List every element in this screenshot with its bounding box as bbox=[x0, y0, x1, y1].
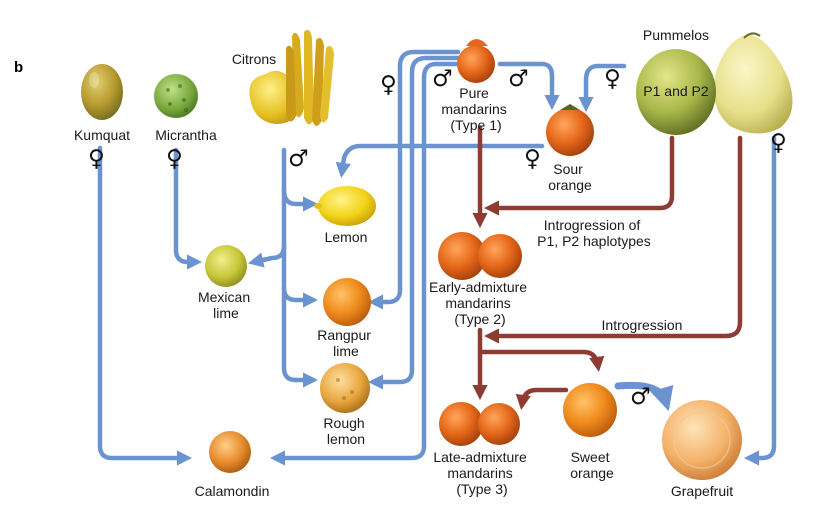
grapefruit-fruit bbox=[662, 400, 742, 480]
late-admixture-fruits bbox=[439, 402, 520, 446]
arrow-introgression-late bbox=[483, 135, 743, 344]
arrow-sour-orange-lemon bbox=[335, 143, 545, 179]
blue-maternal-arrows bbox=[97, 49, 777, 466]
micrantha-fruit bbox=[154, 74, 198, 118]
arrow-mandarin-rough-lemon bbox=[367, 55, 461, 390]
panel-letter: b bbox=[14, 59, 23, 76]
male-symbol-mandarin-left: ♂ bbox=[432, 66, 453, 92]
label-lemon: Lemon bbox=[325, 229, 368, 245]
lemon-fruit bbox=[314, 186, 376, 226]
female-symbol-micrantha: ♀ bbox=[166, 146, 183, 172]
label-introgression: Introgression bbox=[602, 317, 683, 333]
arrow-pummelo-grapefruit bbox=[743, 135, 777, 466]
label-pummelos: Pummelos bbox=[643, 27, 709, 43]
male-symbol-citron: ♂ bbox=[288, 146, 309, 172]
arrow-introgression-p1p2 bbox=[483, 135, 675, 216]
arrow-citron-mexican-lime bbox=[248, 243, 287, 268]
label-micrantha: Micrantha bbox=[155, 127, 217, 143]
red-admixture-arrows bbox=[472, 125, 743, 411]
arrow-sweet-orange-grapefruit bbox=[614, 381, 674, 412]
arrow-citron-trunk bbox=[281, 147, 299, 383]
early-admixture-fruits bbox=[438, 232, 522, 280]
label-pure-mandarins: Pure mandarins (Type 1) bbox=[441, 85, 510, 133]
pure-mandarin-fruit bbox=[457, 39, 495, 83]
male-symbol-sweet-orange: ♂ bbox=[630, 384, 651, 410]
calamondin-fruit bbox=[209, 431, 251, 473]
label-sweet-orange: Sweet orange bbox=[570, 449, 614, 481]
label-late-admixture: Late-admixture mandarins (Type 3) bbox=[433, 449, 530, 497]
arrow-sweet-late bbox=[515, 387, 569, 411]
label-mexican-lime: Mexican lime bbox=[198, 289, 254, 321]
male-symbol-mandarin-right: ♂ bbox=[508, 66, 529, 92]
arrow-citron-rangpur bbox=[281, 285, 319, 308]
label-citrons: Citrons bbox=[232, 51, 276, 67]
arrow-kumquat-calamondin bbox=[97, 145, 193, 466]
arrow-mandarin-calamondin bbox=[269, 61, 461, 466]
female-symbol-kumquat: ♀ bbox=[88, 146, 105, 172]
arrow-micrantha-mexican-lime bbox=[173, 147, 203, 270]
female-symbol-mandarin: ♀ bbox=[380, 72, 397, 98]
rangpur-lime-fruit bbox=[323, 278, 371, 326]
label-kumquat: Kumquat bbox=[74, 127, 130, 143]
label-early-admixture: Early-admixture mandarins (Type 2) bbox=[429, 279, 531, 327]
arrow-citron-lemon bbox=[281, 187, 319, 212]
label-sour-orange: Sour orange bbox=[548, 161, 592, 193]
sour-orange-fruit bbox=[546, 104, 594, 156]
label-rough-lemon: Rough lemon bbox=[323, 415, 368, 447]
arrow-mandarin-rangpur bbox=[367, 49, 461, 310]
female-symbol-sour-orange: ♀ bbox=[524, 146, 541, 172]
sweet-orange-fruit bbox=[563, 383, 617, 437]
arrow-stem-sweet-orange bbox=[477, 349, 605, 373]
arrow-mandarin-sour-orange bbox=[497, 61, 560, 111]
female-symbol-pummelo-sour: ♀ bbox=[604, 66, 621, 92]
label-rangpur-lime: Rangpur lime bbox=[317, 327, 375, 359]
label-calamondin: Calamondin bbox=[195, 483, 270, 499]
arrow-pummelo-sour-orange bbox=[578, 63, 627, 113]
rough-lemon-fruit bbox=[320, 363, 370, 413]
mexican-lime-fruit bbox=[205, 245, 247, 287]
pummelo-fruits bbox=[636, 32, 793, 135]
label-pummelo-variants: P1 and P2 bbox=[643, 83, 709, 99]
female-symbol-pummelo-grapefruit: ♀ bbox=[770, 130, 787, 156]
citron-fruits bbox=[249, 30, 334, 126]
label-grapefruit: Grapefruit bbox=[671, 483, 733, 499]
kumquat-fruit bbox=[81, 64, 123, 120]
label-introgression-p1p2: Introgression of P1, P2 haplotypes bbox=[537, 217, 651, 249]
